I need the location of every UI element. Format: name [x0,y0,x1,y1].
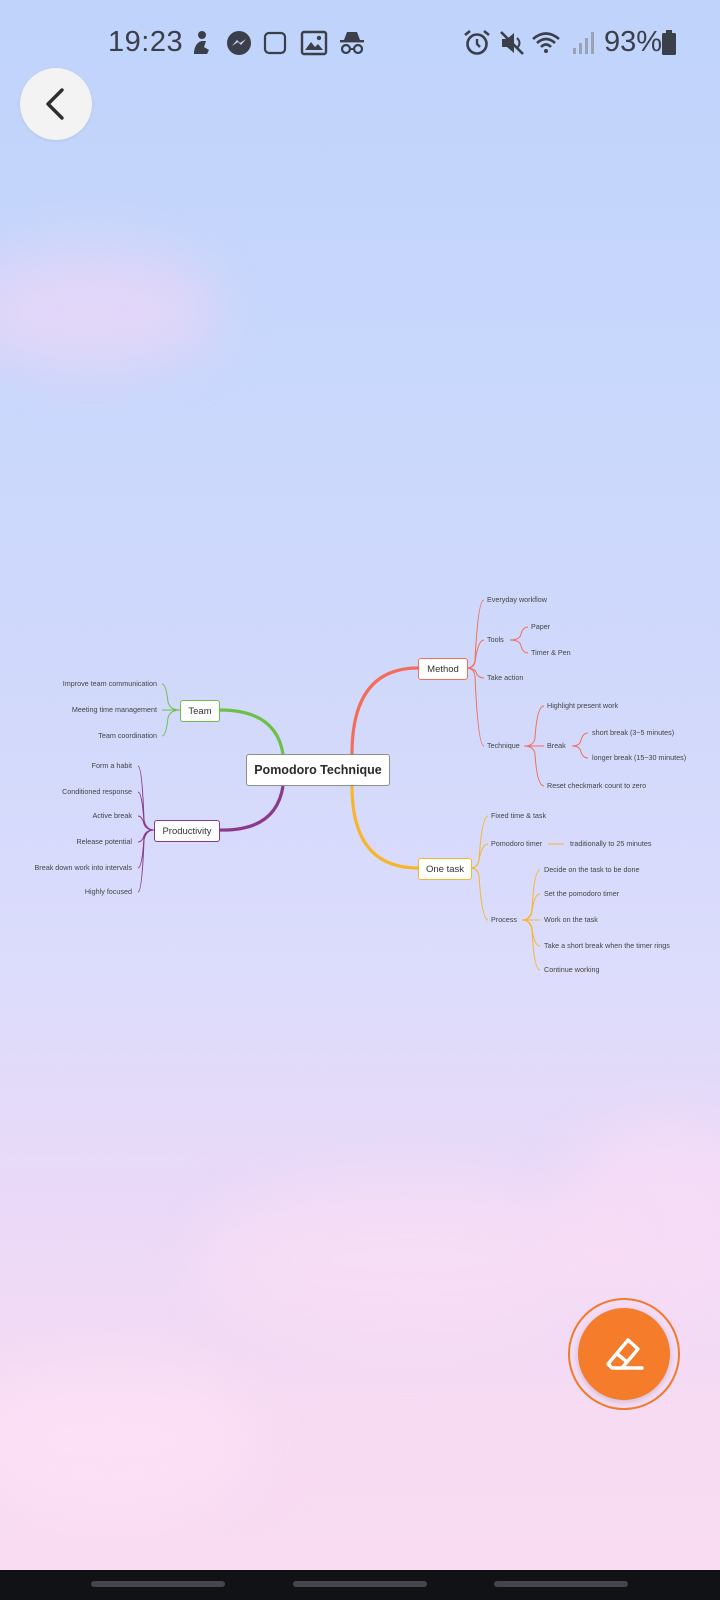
mindmap-leaf[interactable]: Break down work into intervals [34,863,132,872]
mindmap-leaf[interactable]: Take action [487,673,524,682]
battery-percentage: 93% [604,26,663,58]
mindmap-connectors [137,599,589,971]
mindmap-leaf[interactable]: Meeting time management [71,705,157,714]
square-icon [263,31,287,55]
mindmap-node-team[interactable]: Team [180,700,220,722]
signal-icon [573,32,594,54]
mute-icon [500,31,524,55]
mindmap-leaf[interactable]: Team coordination [98,731,157,740]
mindmap-leaf-pomodoro-timer[interactable]: Pomodoro timer [491,839,543,848]
system-nav-bar [0,1570,720,1600]
mindmap-leaf[interactable]: Active break [92,811,132,820]
nav-recent-handle[interactable] [91,1581,225,1587]
nav-home-handle[interactable] [293,1581,427,1587]
status-time: 19:23 [108,26,184,58]
person-icon [194,31,209,54]
mindmap-leaf[interactable]: Take a short break when the timer rings [544,941,670,950]
edit-fab-ring [568,1298,680,1410]
battery-icon [662,30,676,55]
mindmap-node-productivity[interactable]: Productivity [154,820,220,842]
mindmap-canvas[interactable]: Pomodoro Technique Team Improve team com… [0,570,720,990]
mindmap-leaf[interactable]: longer break (15~30 minutes) [592,753,687,762]
mindmap-leaf[interactable]: Set the pomodoro timer [544,889,620,898]
mindmap-leaf[interactable]: Form a habit [91,761,132,770]
mindmap-leaf-technique[interactable]: Technique [487,741,520,750]
mindmap-leaf[interactable]: Work on the task [544,915,598,924]
back-button[interactable] [20,68,92,140]
mindmap-leaf[interactable]: Highly focused [84,887,132,896]
mindmap-leaf[interactable]: Fixed time & task [491,811,547,820]
mindmap-leaf-tools[interactable]: Tools [487,635,504,644]
mindmap-leaf[interactable]: Highlight present work [547,701,619,710]
nav-back-handle[interactable] [494,1581,628,1587]
wifi-icon [532,32,560,53]
mindmap-leaf[interactable]: Everyday workflow [487,595,547,604]
mindmap-leaf[interactable]: Timer & Pen [531,648,571,657]
mindmap-leaf[interactable]: Conditioned response [62,787,132,796]
mindmap-node-method[interactable]: Method [418,658,468,680]
mindmap-leaf-break[interactable]: Break [547,741,566,750]
edit-fab-button[interactable] [578,1308,670,1400]
incognito-icon [340,32,364,55]
image-icon [300,30,328,56]
mindmap-root-node[interactable]: Pomodoro Technique [246,754,390,786]
mindmap-leaf[interactable]: Paper [531,622,551,631]
mindmap-leaf[interactable]: Continue working [544,965,600,974]
chevron-left-icon [46,88,64,120]
messenger-icon [227,31,251,55]
alarm-icon [464,29,490,55]
mindmap-node-one-task[interactable]: One task [418,858,472,880]
mindmap-leaf[interactable]: Decide on the task to be done [544,865,640,874]
mindmap-leaf[interactable]: short break (3~5 minutes) [592,728,675,737]
mindmap-leaf[interactable]: Reset checkmark count to zero [547,781,647,790]
mindmap-leaf-process[interactable]: Process [491,915,517,924]
eraser-edit-icon [606,1338,644,1370]
mindmap-leaf[interactable]: traditionally to 25 minutes [570,839,652,848]
mindmap-leaf[interactable]: Improve team communication [62,679,157,688]
mindmap-leaf[interactable]: Release potential [76,837,132,846]
status-bar: 19:23 9 [0,0,720,90]
